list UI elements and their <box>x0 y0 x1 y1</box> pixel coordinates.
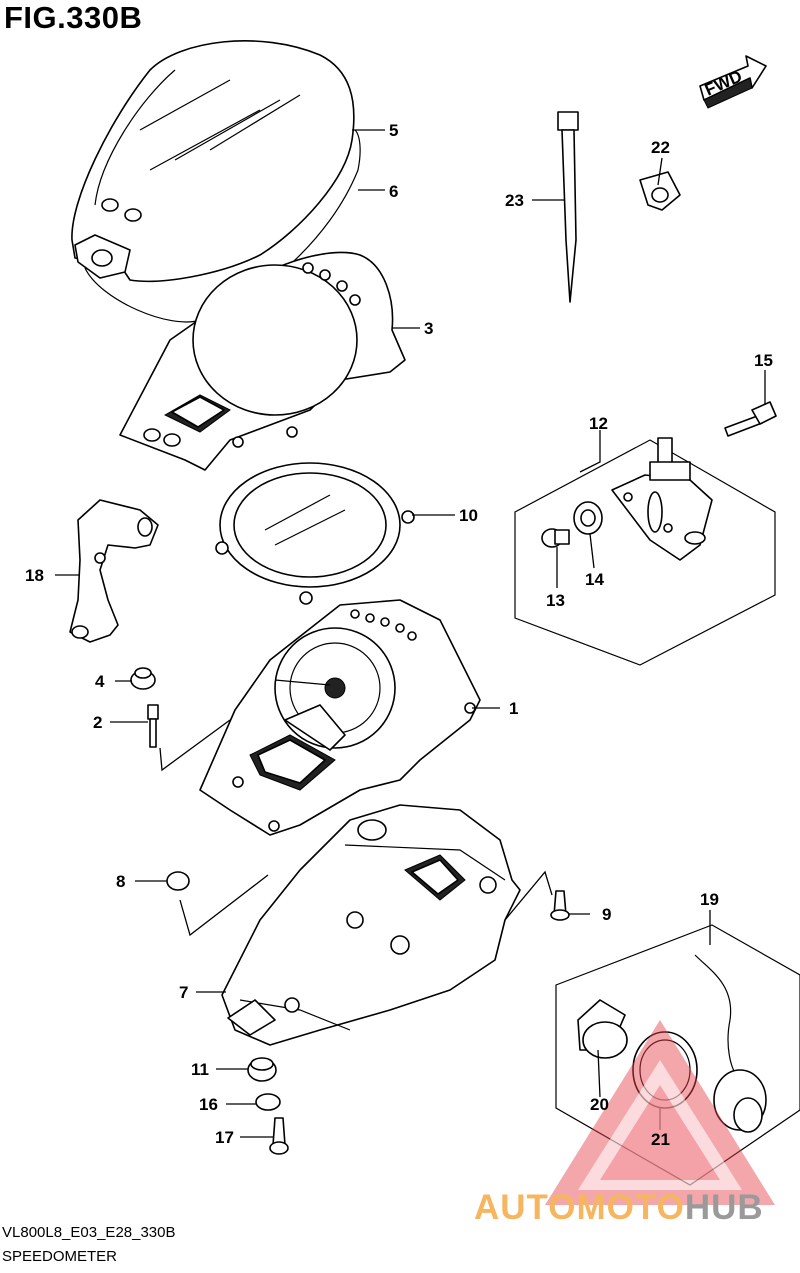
watermark-text-part2: HUB <box>684 1188 764 1227</box>
figure-description: SPEEDOMETER <box>2 1248 118 1265</box>
callout-10: 10 <box>459 506 478 525</box>
callout-13: 13 <box>546 591 565 610</box>
callout-8: 8 <box>116 872 125 891</box>
screw-17 <box>269 1117 289 1155</box>
group-box-12 <box>514 439 776 666</box>
meter-cover-top <box>71 40 355 283</box>
screw-9 <box>550 890 570 921</box>
meter-case <box>119 251 406 471</box>
leader-lines <box>55 129 766 1138</box>
meter-assembly <box>199 599 481 836</box>
callout-23: 23 <box>505 191 524 210</box>
callout-2: 2 <box>93 713 102 732</box>
screw-2 <box>147 704 159 748</box>
callout-4: 4 <box>95 672 105 691</box>
grommet-14 <box>573 501 603 535</box>
bulb-13 <box>541 528 570 548</box>
meter-lens-ring <box>215 462 415 605</box>
callout-20: 20 <box>590 1095 609 1114</box>
cap-8 <box>166 871 190 891</box>
callout-18: 18 <box>25 566 44 585</box>
grommet-4 <box>130 667 156 690</box>
callout-7: 7 <box>179 983 188 1002</box>
cable-tie-23 <box>557 111 579 303</box>
watermark-logo <box>545 1020 775 1205</box>
group-box-19 <box>555 924 800 1186</box>
callout-1: 1 <box>509 699 518 718</box>
callout-19: 19 <box>700 890 719 909</box>
callout-12: 12 <box>589 414 608 433</box>
meter-lower-case <box>221 804 521 1046</box>
figure-title: FIG.330B <box>4 0 143 35</box>
meter-bracket <box>69 499 159 643</box>
bolt-15 <box>724 401 777 437</box>
fwd-arrow-icon: FWD <box>699 55 767 109</box>
clamp-22 <box>639 171 681 211</box>
callout-21: 21 <box>651 1130 670 1149</box>
model-code: VL800L8_E03_E28_330B <box>2 1224 176 1241</box>
callout-3: 3 <box>424 319 433 338</box>
callout-9: 9 <box>602 905 611 924</box>
callout-14: 14 <box>585 570 604 589</box>
meter-bulb-socket <box>611 437 713 561</box>
watermark-text: AUTOMOTOHUB <box>474 1188 764 1228</box>
washer-16 <box>255 1093 281 1111</box>
watermark-text-part1: AUTOMOTO <box>474 1188 685 1227</box>
callout-16: 16 <box>199 1095 218 1114</box>
callout-22: 22 <box>651 138 670 157</box>
callout-6: 6 <box>389 182 398 201</box>
callout-11: 11 <box>191 1060 209 1079</box>
callout-15: 15 <box>754 351 773 370</box>
callout-5: 5 <box>389 121 398 140</box>
cushion-11 <box>247 1057 277 1082</box>
callout-17: 17 <box>215 1128 234 1147</box>
